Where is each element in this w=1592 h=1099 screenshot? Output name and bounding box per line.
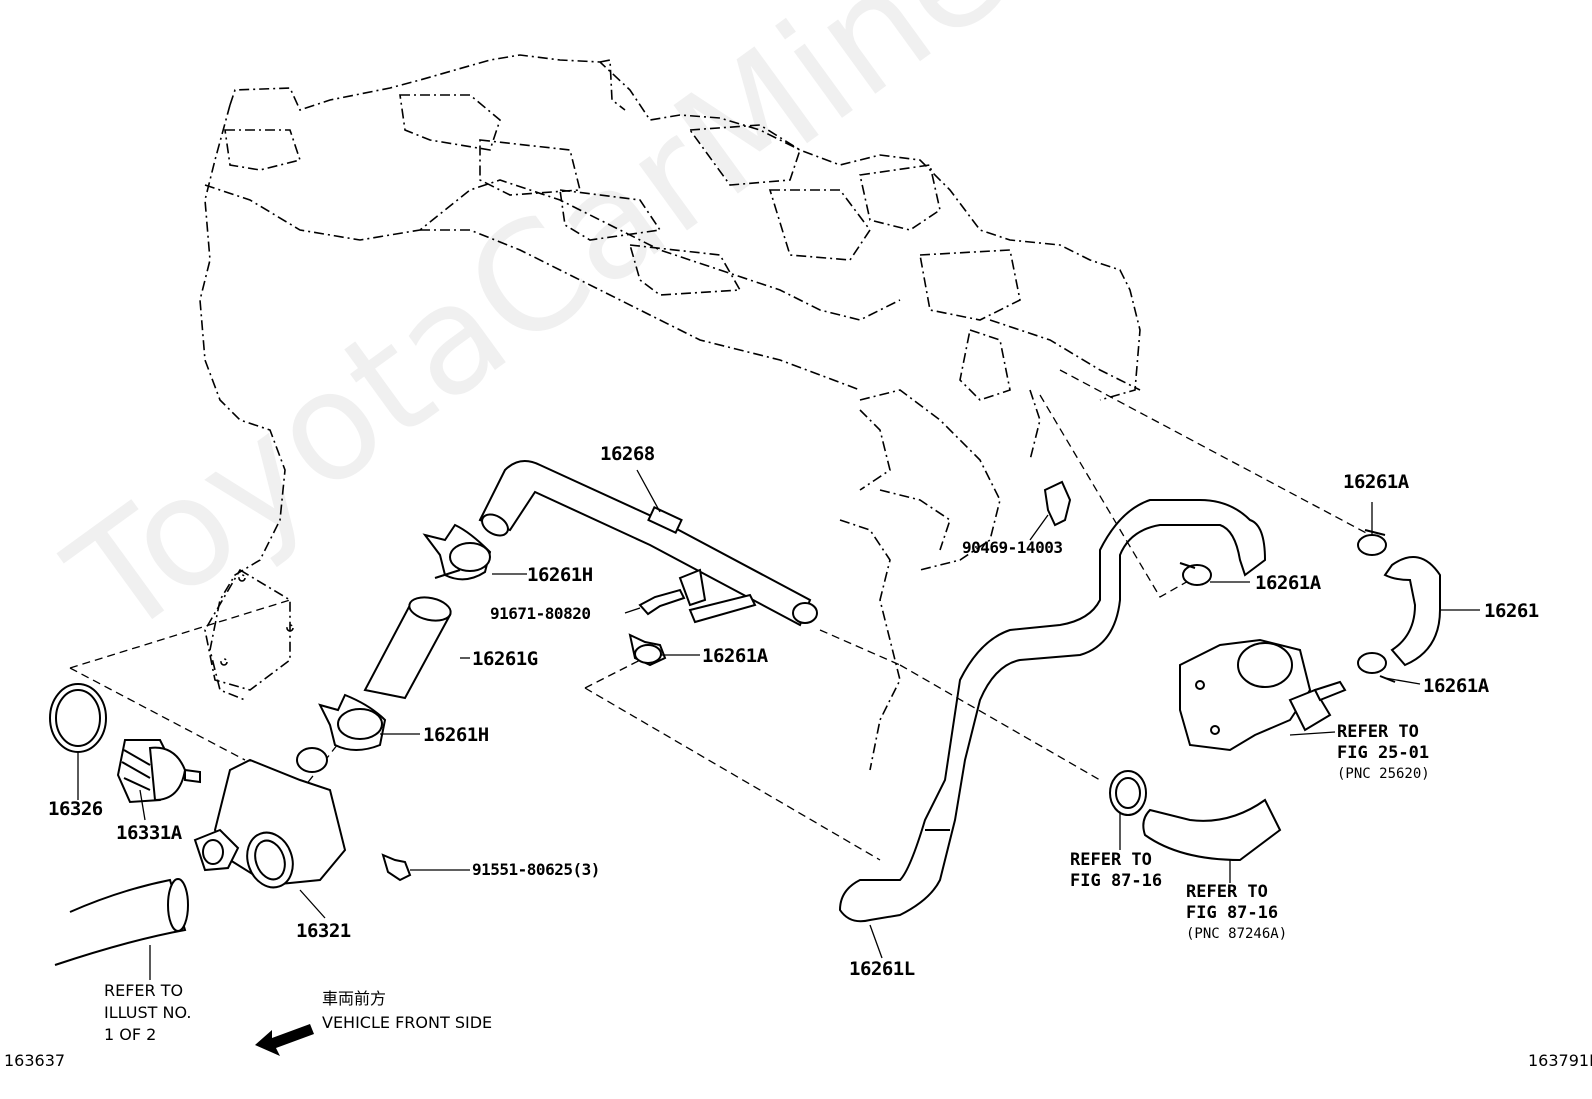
vehicle-front-jp: 車両前方 (322, 989, 387, 1008)
refer-illust-line1: REFER TO (104, 981, 184, 1000)
refer-fig-left-line1: REFER TO (1070, 850, 1152, 870)
label-16261: 16261 (1484, 600, 1539, 622)
label-16261A-top-right: 16261A (1343, 471, 1409, 493)
refer-fig-87-16-left: REFER TO FIG 87-16 (1070, 850, 1162, 892)
hose-refer-illust (54, 878, 189, 966)
label-16261H-upper: 16261H (527, 564, 593, 586)
refer-illust-line3: 1 OF 2 (104, 1025, 157, 1044)
label-16261A-mid: 16261A (702, 645, 768, 667)
refer-fig-right-pnc: (PNC 87246A) (1186, 926, 1288, 942)
refer-fig-87-16-right: REFER TO FIG 87-16 (PNC 87246A) (1186, 882, 1287, 945)
clamps-16261A-right (1179, 529, 1396, 683)
clamp-16261H-upper (422, 523, 492, 581)
water-inlet-16321 (193, 747, 347, 889)
throttle-body (1179, 638, 1347, 752)
clamp-16261H-lower (318, 693, 387, 751)
label-16261G: 16261G (472, 648, 538, 670)
refer-fig-25-pnc: (PNC 25620) (1337, 766, 1430, 782)
pipe-16268 (478, 460, 818, 627)
label-16331A: 16331A (116, 822, 182, 844)
illustration-id-left: 163637 (4, 1051, 66, 1070)
hose-16261G (363, 596, 452, 700)
refer-fig-25-line1: REFER TO (1337, 722, 1419, 742)
refer-illust-note: REFER TO ILLUST NO. 1 OF 2 (104, 980, 191, 1046)
left-arrow-icon (255, 1024, 314, 1056)
label-leaders (77, 469, 1480, 980)
illustration-id-right: 163791B (1528, 1051, 1592, 1070)
label-16261A-center: 16261A (1255, 572, 1321, 594)
refer-fig-right-line2: FIG 87-16 (1186, 903, 1279, 923)
label-16321: 16321 (296, 920, 351, 942)
label-90469-14003: 90469-14003 (962, 538, 1063, 557)
hose-refer-fig (1109, 770, 1282, 862)
label-16261H-lower: 16261H (423, 724, 489, 746)
refer-fig-left-line2: FIG 87-16 (1070, 871, 1163, 891)
refer-illust-line2: ILLUST NO. (104, 1003, 192, 1022)
label-16326: 16326 (48, 798, 103, 820)
refer-fig-25-line2: FIG 25-01 (1337, 743, 1430, 763)
vehicle-front-en: VEHICLE FRONT SIDE (322, 1013, 493, 1032)
refer-fig-right-line1: REFER TO (1186, 882, 1268, 902)
engine-outline (199, 54, 1141, 771)
clip-90469 (1043, 480, 1072, 527)
refer-fig-25-01: REFER TO FIG 25-01 (PNC 25620) (1337, 722, 1430, 785)
hose-16261 (1383, 556, 1441, 667)
label-16268: 16268 (600, 443, 655, 465)
label-16261L: 16261L (849, 958, 915, 980)
thermostat-16331A (116, 739, 201, 804)
label-91671-80820: 91671-80820 (490, 604, 591, 623)
bolt-91671 (638, 588, 686, 616)
label-91551-80625: 91551-80625(3) (472, 860, 600, 879)
leader-lines (69, 369, 1371, 861)
gasket-16326 (49, 683, 107, 753)
clamp-16261A-mid (628, 633, 667, 667)
bolt-91551 (381, 853, 412, 882)
hose-16261L (838, 499, 1267, 923)
label-16261A-lower-right: 16261A (1423, 675, 1489, 697)
